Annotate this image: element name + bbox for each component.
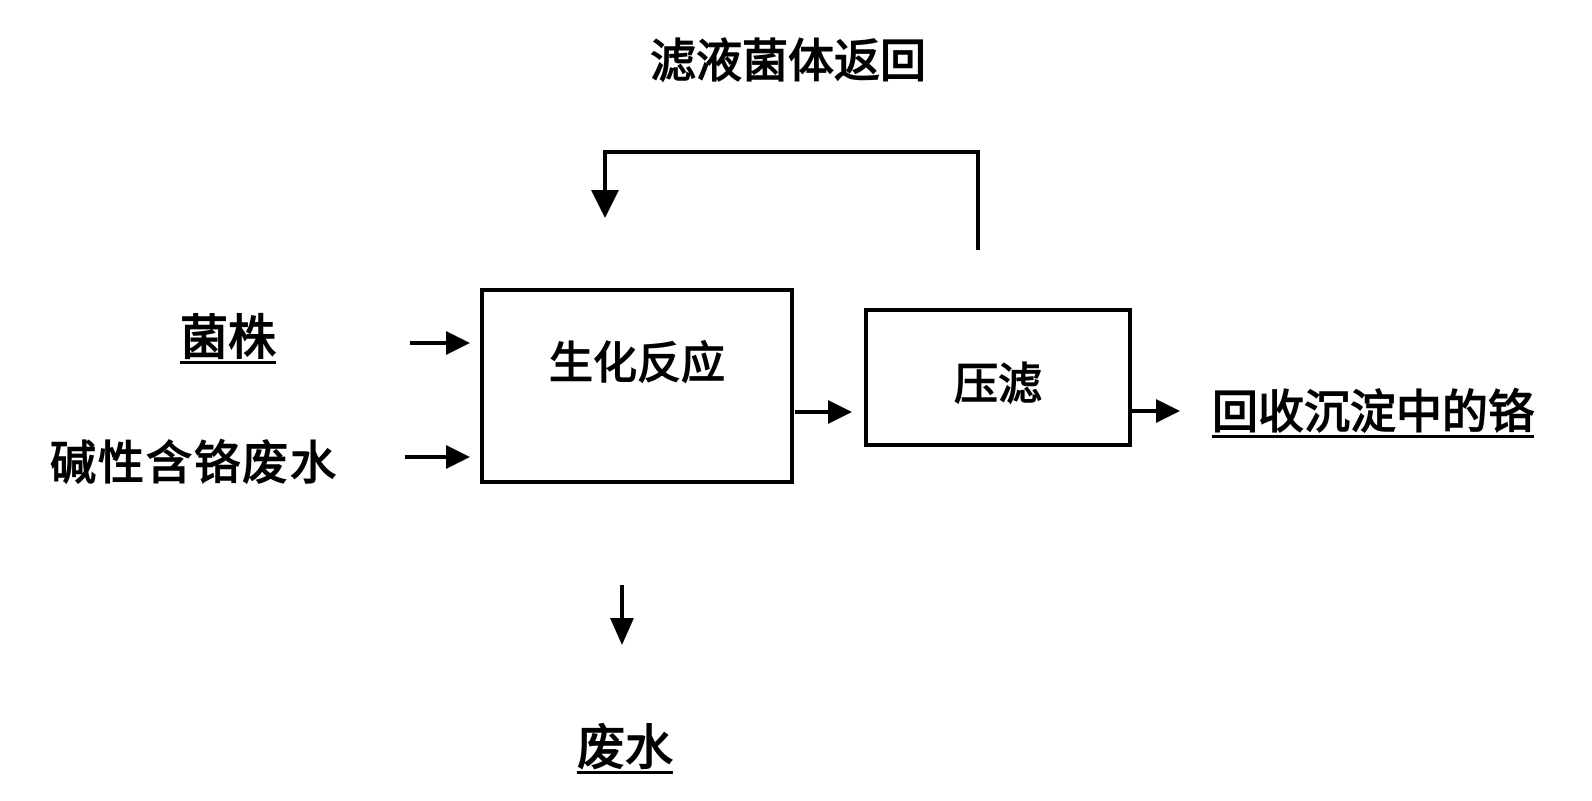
- filter-to-output-arrowhead: [1156, 399, 1180, 423]
- wastewater-label: 碱性含铬废水: [50, 436, 338, 490]
- bioreaction-label: 生化反应: [549, 338, 725, 389]
- bioreaction-box: 生化反应: [480, 288, 794, 484]
- waste-water-label: 废水: [577, 720, 674, 776]
- waste-arrowhead: [610, 618, 634, 645]
- press-filter-box: 压滤: [864, 308, 1132, 447]
- reactor-to-filter-arrowhead: [828, 400, 852, 424]
- wastewater-arrowhead: [446, 445, 470, 469]
- feedback-label: 滤液菌体返回: [650, 34, 926, 88]
- strain-label: 菌株: [180, 310, 277, 366]
- feedback-loop-line: [603, 150, 980, 250]
- press-filter-label: 压滤: [954, 358, 1042, 410]
- feedback-arrowhead: [591, 190, 619, 218]
- strain-arrowhead: [446, 331, 470, 355]
- recovered-chromium-label: 回收沉淀中的铬: [1212, 385, 1534, 439]
